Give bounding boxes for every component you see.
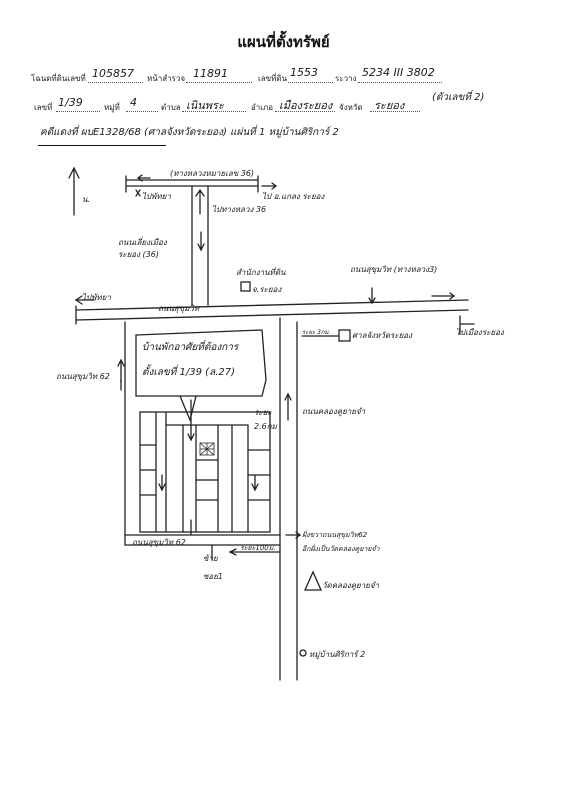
sukhumvit-road-top: [75, 299, 469, 311]
bypass-road-label: ถนนเลี่ยงเมือง ระยอง (36): [118, 238, 167, 259]
dotted-line: [275, 111, 335, 112]
soi62-bottom-label: ถนนสุขุมวิท 62: [132, 538, 186, 547]
top-road-label: (ทางหลวงหมายเลข 36): [170, 169, 255, 178]
sheet-value: 5234 III 3802: [362, 66, 435, 79]
land-no-value: 1553: [290, 66, 318, 79]
soi-entry-left-1: ซ้าย: [203, 554, 218, 563]
hwy36-label: ไปทางหลวง 36: [212, 205, 267, 214]
dotted-line: [370, 111, 420, 112]
temple-triangle: [303, 570, 323, 591]
amphoe-label: อำเภอ: [251, 103, 274, 112]
sheet-label: ระวาง: [335, 74, 357, 83]
north-label: น.: [82, 195, 91, 204]
sukhumvit-road-label: ถนนสุขุมวิท: [158, 304, 200, 313]
dotted-line: [288, 82, 333, 83]
village-marker: [299, 649, 307, 657]
land-no-label: เลขที่ดิน: [258, 74, 288, 83]
sukhumvit-hwy3-label: ถนนสุขุมวิท (ทางหลวง3): [350, 265, 438, 274]
province-value: ระยอง: [374, 99, 405, 112]
dist-100-label: ระยะ100ม.: [240, 544, 276, 552]
moo-label: หมู่ที่: [104, 103, 120, 112]
to-rayong-top: ไป อ.แกลง ระยอง: [262, 192, 325, 201]
case-line: คดีแดงที่ ผบE1328/68 (ศาลจังหวัดระยอง) แ…: [40, 127, 339, 138]
property-callout-box: [135, 329, 267, 397]
pattaya-left-label: ไปพัทยา: [82, 293, 111, 302]
to-pattaya-top: ไปพัทยา: [142, 192, 171, 201]
property-hatch: [199, 442, 215, 456]
to-rayong-right: ไปเมืองระยอง: [456, 328, 504, 337]
dotted-line: [186, 82, 252, 83]
soi62-left-label: ถนนสุขุมวิท 62: [56, 372, 110, 381]
dotted-line: [56, 111, 100, 112]
north-arrowhead: [68, 166, 80, 179]
dotted-line: [88, 82, 143, 83]
dotted-line: [126, 111, 158, 112]
court-label: ศาลจังหวัดระยอง: [352, 331, 413, 340]
property-label-1: บ้านพักอาศัยที่ต้องการ: [142, 342, 239, 353]
moo-value: 4: [130, 96, 137, 109]
court-marker: [338, 329, 351, 342]
land-office-marker: [240, 281, 251, 292]
land-office-sub: จ.ระยอง: [252, 285, 282, 294]
case-underline: [38, 145, 166, 146]
dotted-line: [358, 82, 442, 83]
village-label: หมู่บ้านศิริการ์ 2: [309, 650, 366, 659]
survey-page-label: หน้าสำรวจ: [147, 74, 186, 83]
bottom-note-2: อีกฝั่งเป็นวัดคลองคูยายจำ: [302, 545, 380, 553]
row2-note: (ตัวเลขที่ 2): [432, 92, 485, 103]
province-label: จังหวัด: [339, 103, 363, 112]
dotted-line: [182, 111, 246, 112]
property-label-2: ตั้งเลขที่ 1/39 (ล.27): [142, 367, 235, 378]
amphoe-value: เมืองระยอง: [279, 99, 333, 112]
temple-label: วัดคลองคูยายจำ: [322, 581, 380, 590]
soi-distance-label: ระยะ 2.6กม: [254, 408, 277, 431]
soi-entry-left-2: ซอย1: [203, 572, 224, 581]
court-distance: ระยะ 3กม.: [302, 329, 331, 336]
deed-label: โฉนดที่ดินเลขที่: [31, 74, 86, 83]
sukhumvit-road-bottom: [75, 309, 469, 321]
no-value: 1/39: [58, 96, 83, 109]
no-label: เลขที่: [34, 103, 53, 112]
tambon-label: ตำบล: [161, 103, 181, 112]
village-block: [139, 411, 271, 533]
tambon-value: เนินพระ: [186, 99, 224, 112]
bottom-note-1: ฝั่งขวาถนนสุขุมวิท62: [302, 531, 368, 539]
survey-page-value: 11891: [193, 67, 228, 80]
document-title: แผนที่ตั้งทรัพย์: [237, 33, 330, 51]
right-road-label: ถนนคลองคูยายจำ: [302, 407, 366, 416]
deed-value: 105857: [92, 67, 134, 80]
land-office-label: สำนักงานที่ดิน: [236, 268, 286, 277]
